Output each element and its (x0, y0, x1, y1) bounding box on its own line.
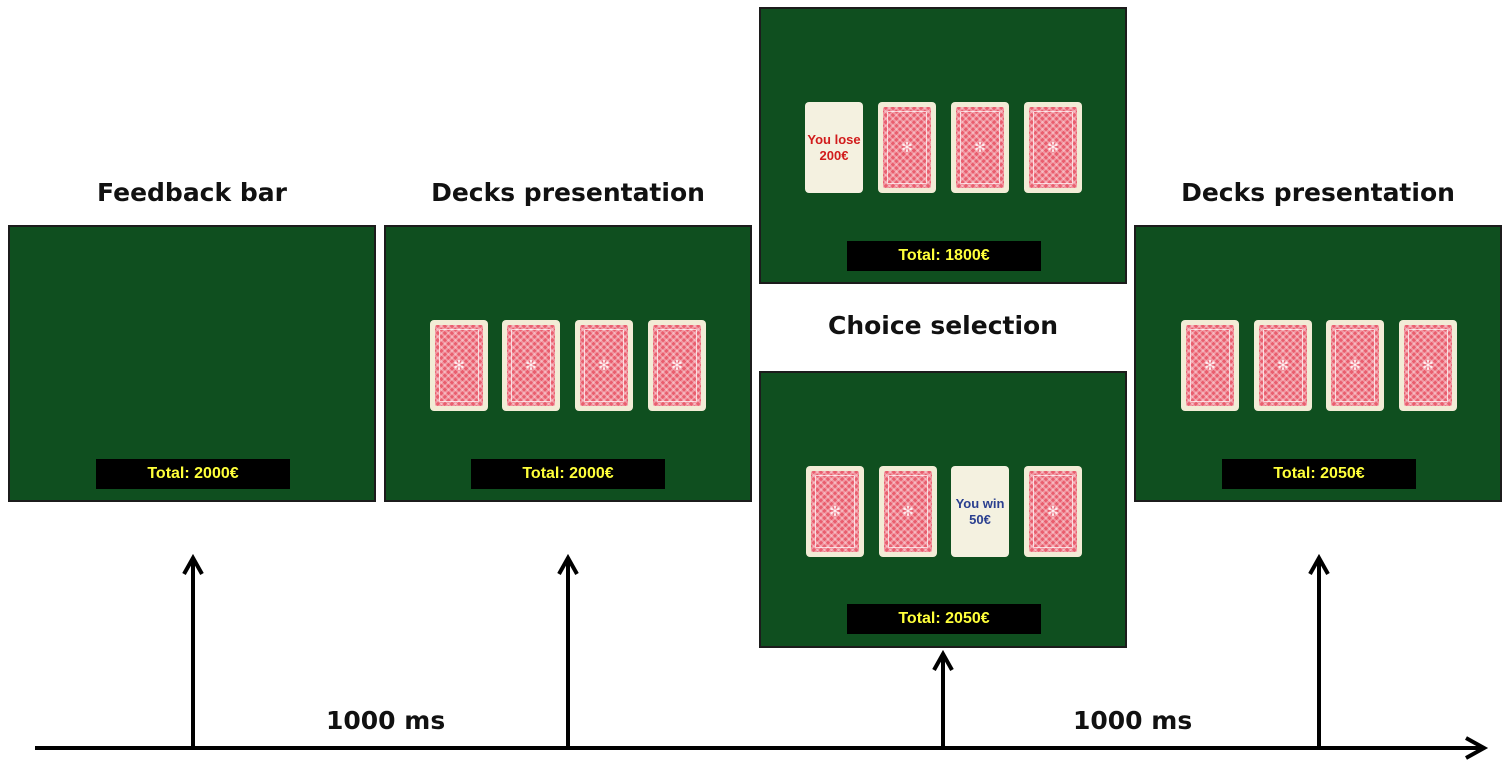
deck-card-2[interactable]: ✻ (879, 466, 937, 557)
heading-feedback-bar: Feedback bar (97, 178, 287, 207)
total-bar: Total: 2000€ (96, 459, 290, 489)
deck-card-2[interactable]: ✻ (1254, 320, 1312, 411)
event-arrowhead-icon (182, 553, 204, 575)
card-back-emblem-icon: ✻ (453, 357, 465, 374)
card-back-emblem-icon: ✻ (1047, 503, 1059, 520)
interval-label-2: 1000 ms (1073, 706, 1193, 735)
deck-card-1[interactable]: ✻ (806, 466, 864, 557)
screen-decks-presentation-2: ✻ ✻ ✻ ✻ Total: 2050€ (1134, 225, 1502, 502)
deck-card-4[interactable]: ✻ (648, 320, 706, 411)
heading-decks-presentation-2: Decks presentation (1181, 178, 1455, 207)
deck-card-4[interactable]: ✻ (1024, 102, 1082, 193)
card-back-emblem-icon: ✻ (1349, 357, 1361, 374)
card-back-emblem-icon: ✻ (671, 357, 683, 374)
card-back-emblem-icon: ✻ (1047, 139, 1059, 156)
timeline-arrowhead-icon (1465, 736, 1489, 760)
outcome-amount: 200€ (819, 147, 849, 163)
heading-choice-selection: Choice selection (827, 311, 1059, 340)
deck-card-1[interactable]: ✻ (1181, 320, 1239, 411)
deck-card-3[interactable]: ✻ (951, 102, 1009, 193)
deck-card-3[interactable]: ✻ (575, 320, 633, 411)
deck-card-1-revealed: You lose 200€ (805, 102, 863, 193)
outcome-text-line1: You win (955, 495, 1005, 511)
screen-choice-lose: You lose 200€ ✻ ✻ ✻ Total: 1800€ (759, 7, 1127, 284)
deck-card-2[interactable]: ✻ (878, 102, 936, 193)
screen-feedback-bar: Total: 2000€ (8, 225, 376, 502)
card-back-emblem-icon: ✻ (901, 139, 913, 156)
outcome-text-line1: You lose (807, 131, 861, 147)
total-bar: Total: 1800€ (847, 241, 1041, 271)
event-arrowhead-icon (557, 553, 579, 575)
deck-card-3[interactable]: ✻ (1326, 320, 1384, 411)
card-back-emblem-icon: ✻ (1204, 357, 1216, 374)
outcome-amount: 50€ (969, 511, 991, 527)
heading-decks-presentation-1: Decks presentation (431, 178, 705, 207)
total-bar: Total: 2000€ (471, 459, 665, 489)
card-back-emblem-icon: ✻ (1422, 357, 1434, 374)
card-back-emblem-icon: ✻ (902, 503, 914, 520)
deck-card-2[interactable]: ✻ (502, 320, 560, 411)
card-back-emblem-icon: ✻ (525, 357, 537, 374)
card-back-emblem-icon: ✻ (829, 503, 841, 520)
card-back-emblem-icon: ✻ (598, 357, 610, 374)
deck-card-4[interactable]: ✻ (1399, 320, 1457, 411)
screen-choice-win: ✻ ✻ You win 50€ ✻ Total: 2050€ (759, 371, 1127, 648)
card-back-emblem-icon: ✻ (1277, 357, 1289, 374)
event-arrowhead-icon (932, 649, 954, 671)
card-back-emblem-icon: ✻ (974, 139, 986, 156)
total-bar: Total: 2050€ (1222, 459, 1416, 489)
total-bar: Total: 2050€ (847, 604, 1041, 634)
event-arrowhead-icon (1308, 553, 1330, 575)
interval-label-1: 1000 ms (326, 706, 446, 735)
deck-card-4[interactable]: ✻ (1024, 466, 1082, 557)
deck-card-3-revealed: You win 50€ (951, 466, 1009, 557)
deck-card-1[interactable]: ✻ (430, 320, 488, 411)
screen-decks-presentation-1: ✻ ✻ ✻ ✻ Total: 2000€ (384, 225, 752, 502)
